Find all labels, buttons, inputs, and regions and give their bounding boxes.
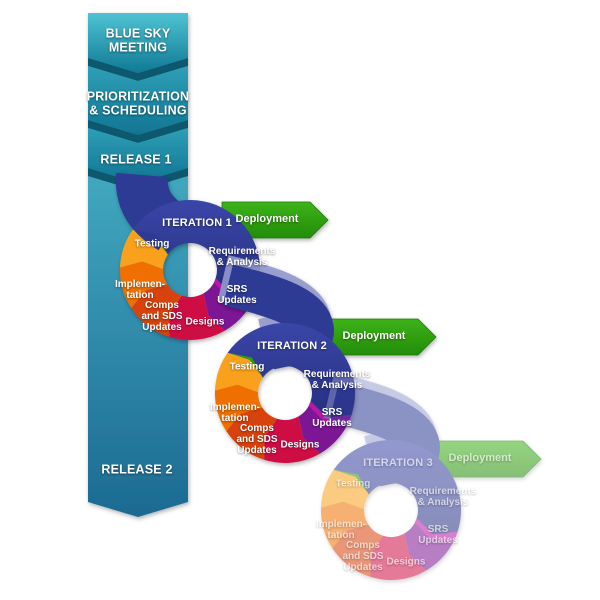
segment-implementation-3	[320, 501, 369, 549]
segment-comps-2	[226, 407, 278, 460]
deployment-arrow-3	[434, 440, 542, 478]
iteration-arc-2	[227, 322, 356, 418]
segment-comps-3	[332, 524, 384, 577]
segment-comps-1	[131, 284, 183, 337]
banner-section-prioritization	[88, 66, 188, 135]
banner-divider-1	[88, 58, 188, 81]
segment-implementation-2	[214, 384, 263, 432]
deployment-arrow-2	[329, 318, 437, 356]
segment-designs-2	[264, 416, 320, 463]
segment-srs-2	[298, 401, 352, 454]
segment-implementation-1	[119, 261, 168, 309]
banner-divider-2	[88, 120, 188, 143]
segment-testing-3	[321, 469, 369, 510]
iteration-3-cycle-graphic	[320, 372, 542, 580]
banner-section-release-1	[88, 128, 188, 183]
segment-testing-2	[215, 352, 263, 393]
segment-srs-3	[404, 518, 458, 571]
iteration-2-cycle-graphic	[214, 255, 437, 463]
banner-section-blue-sky	[88, 13, 188, 73]
segment-designs-3	[370, 533, 426, 580]
iteration-arc-3	[333, 439, 462, 535]
segment-designs-1	[169, 293, 225, 340]
